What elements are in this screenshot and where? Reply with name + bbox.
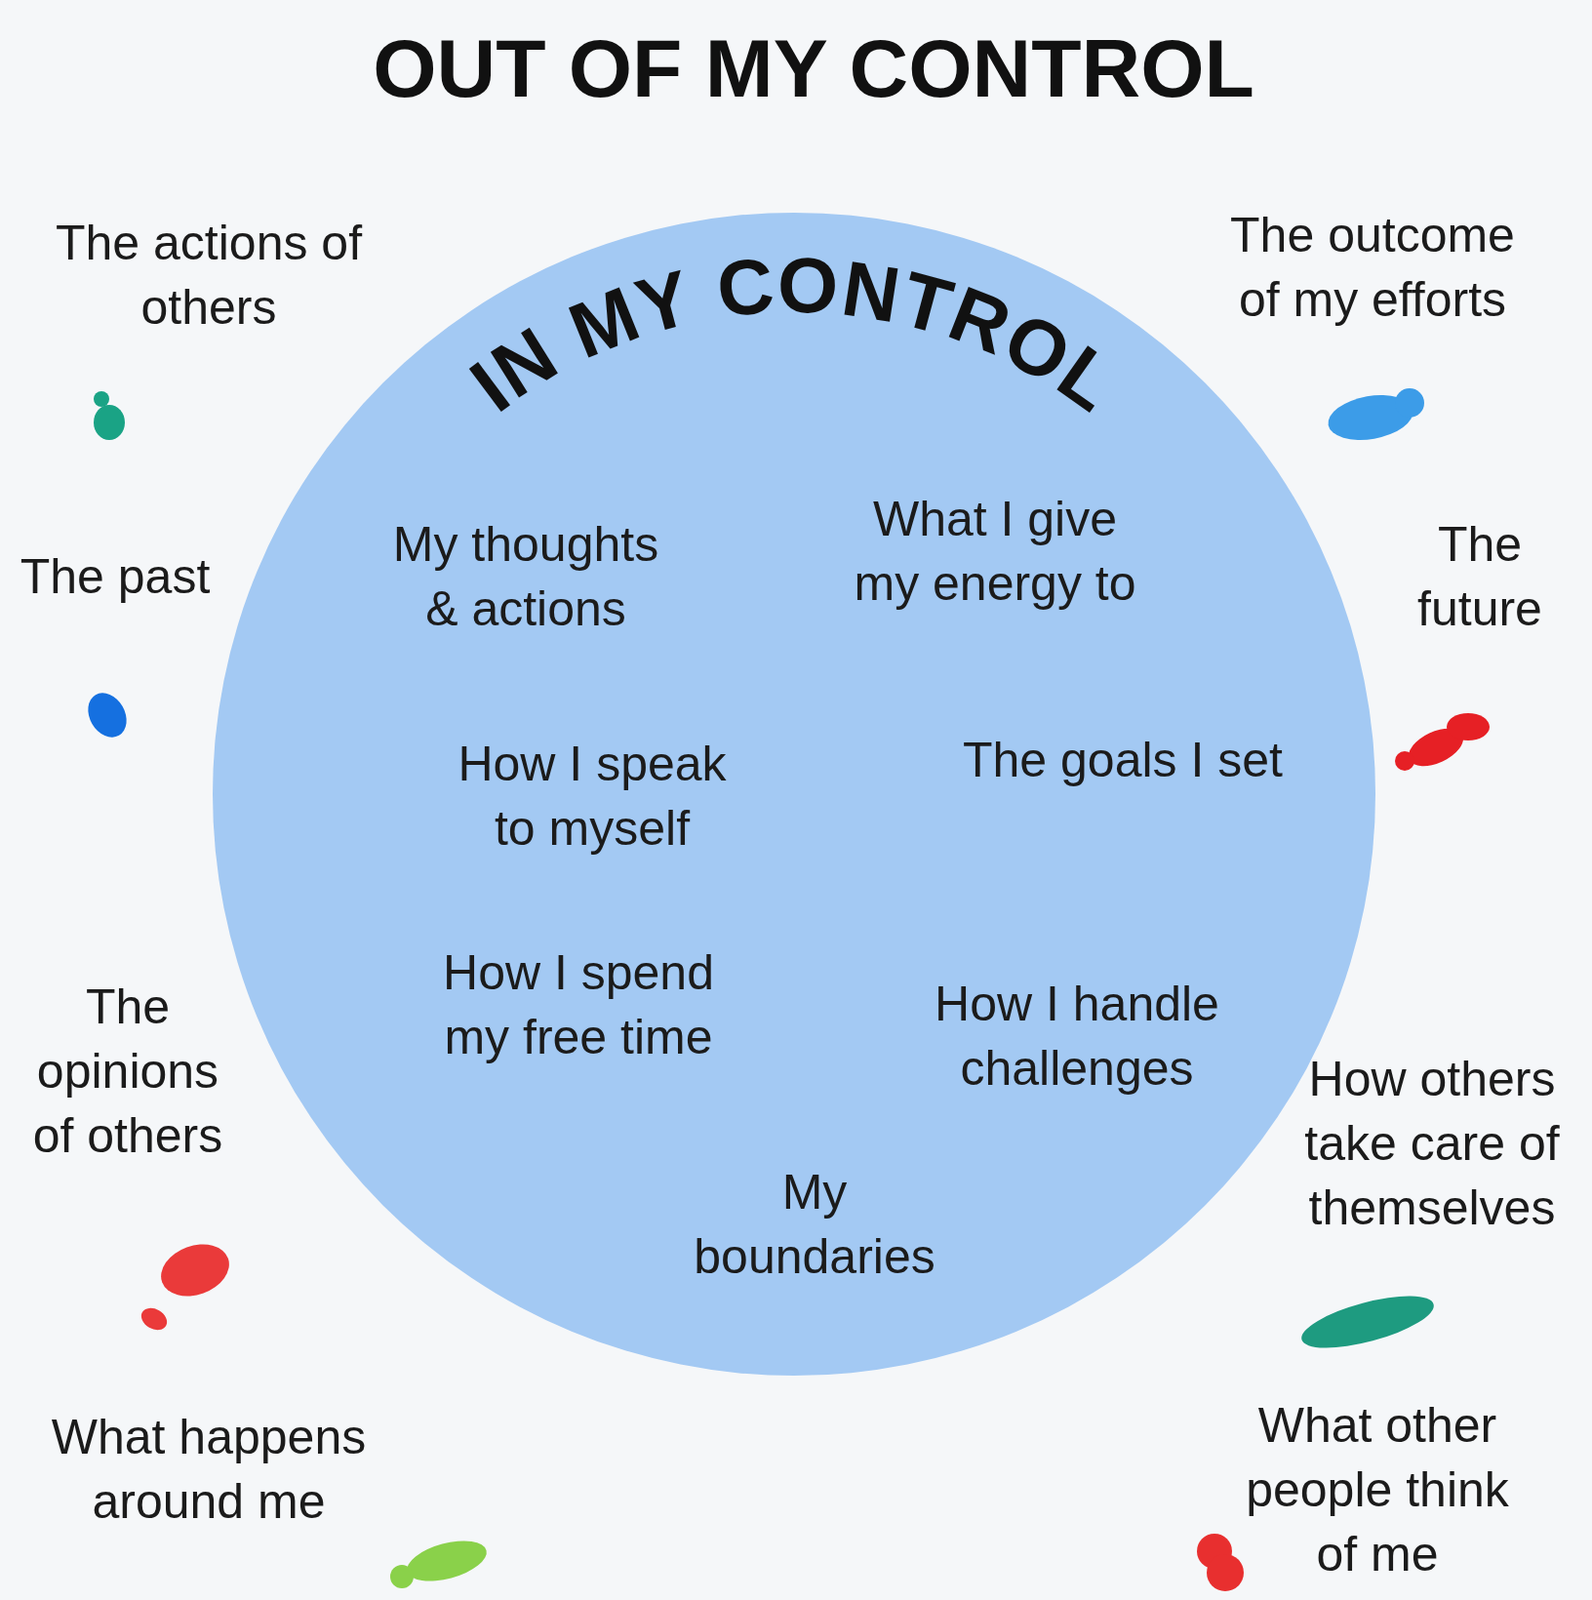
paint-blob <box>1394 751 1415 771</box>
paint-blob <box>390 1564 414 1589</box>
paint-blob <box>93 391 125 440</box>
paint-blob <box>1206 1553 1244 1592</box>
item-text: How I handle challenges <box>931 971 1223 1101</box>
paint-blob <box>1324 388 1425 446</box>
paint-blob <box>79 685 134 745</box>
outside-item: What other people think of me <box>1242 1393 1513 1587</box>
heading-letter: C <box>713 246 777 330</box>
paint-blob <box>1446 713 1490 741</box>
outside-item: The opinions of others <box>30 974 227 1168</box>
heading-letter: O <box>776 245 839 326</box>
paint-blob <box>1394 713 1490 774</box>
paint-blob <box>1394 388 1425 418</box>
outside-item: The outcome of my efforts <box>1227 202 1518 332</box>
outside-item: The past <box>17 544 214 609</box>
outside-item: The actions of others <box>52 210 366 340</box>
paint-blob <box>154 1234 238 1306</box>
paint-blob <box>79 685 134 745</box>
item-text: The goals I set <box>959 727 1286 793</box>
paint-blob <box>1296 1285 1439 1359</box>
paint-blob <box>1196 1533 1244 1592</box>
paint-blob <box>402 1533 491 1590</box>
circle-region: IN MY CONTROL My thoughts & actions What I… <box>212 212 1376 1376</box>
outside-item: How others take care of themselves <box>1301 1046 1563 1240</box>
paint-blob <box>93 404 125 440</box>
paint-blob <box>1296 1285 1439 1359</box>
item-text: How I speak to myself <box>454 731 730 861</box>
heading-letter: N <box>837 248 906 335</box>
item-text: My boundaries <box>690 1159 939 1289</box>
paint-blob <box>137 1234 238 1334</box>
paint-blob <box>93 391 110 407</box>
item-text: What I give my energy to <box>850 486 1140 616</box>
item-text: How I spend my free time <box>439 940 717 1070</box>
paint-blob <box>390 1533 491 1590</box>
paint-blob <box>137 1303 171 1334</box>
item-text: My thoughts & actions <box>390 512 663 641</box>
outside-item: What happens around me <box>48 1404 370 1534</box>
outside-item: The future <box>1414 512 1546 641</box>
curved-heading: IN MY CONTROL <box>212 212 1376 481</box>
title: OUT OF MY CONTROL <box>372 23 1255 114</box>
circle-fill <box>212 212 1376 1376</box>
